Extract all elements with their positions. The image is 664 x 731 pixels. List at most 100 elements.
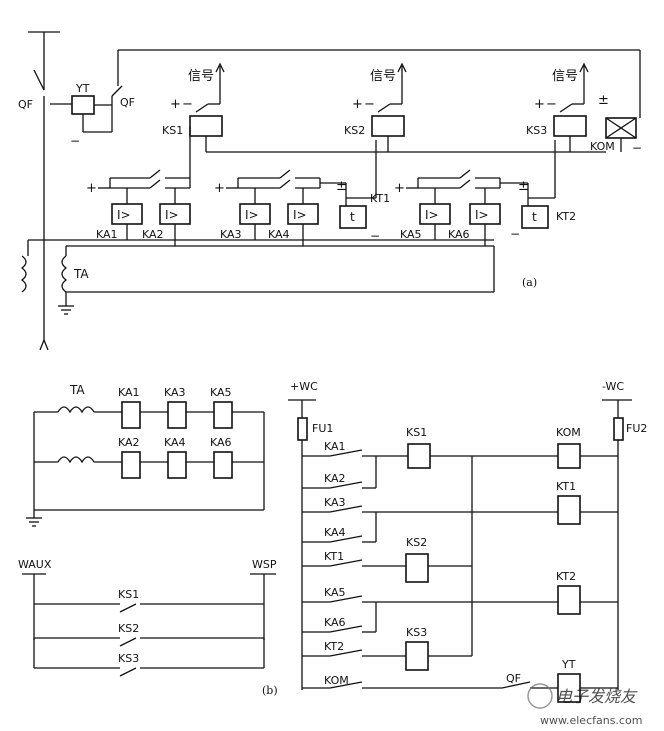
ks2-label: KS2 [344,124,365,137]
svg-text:t: t [350,210,355,224]
watermark-logo-icon [527,683,553,709]
watermark: 电子发烧友 www.elecfans.com [527,683,642,727]
kom-minus: − [632,141,642,155]
ks3-contact [559,103,573,113]
signal-label-1: 信号 [188,69,214,84]
ks3-coil-b [405,641,429,671]
svg-text:±: ± [336,179,347,194]
signal-arrow-3 [579,62,589,73]
signal-arrow-2 [397,62,407,73]
yt-label-a: YT [75,82,90,95]
svg-text:YT: YT [561,658,576,671]
ct-label-b: TA [69,383,85,397]
ka1-coil-b [121,401,141,429]
ct-secondary-coil [61,255,68,293]
kom-coil-b [557,443,581,469]
kom-plus-minus: ± [598,93,609,108]
kt1-coil-a [339,205,367,229]
svg-text:KA6: KA6 [448,228,470,241]
signal-group-3: 信号 + − KS3 [526,62,589,137]
svg-text:KA2: KA2 [118,436,140,449]
kt1-relay-a: ± t KT1 − [320,179,390,243]
ks3-plus: + [534,97,545,112]
svg-text:KA1: KA1 [118,386,140,399]
panel-b-signal-circuit: WAUX WSP KS1 KS2 KS3 (b) [18,558,278,697]
ka-plus-1: + [86,181,97,196]
svg-text:KA6: KA6 [324,616,346,629]
svg-text:KA4: KA4 [324,526,346,539]
kt2-coil-b [557,585,581,615]
breaker-contact [33,69,45,91]
watermark-url: www.elecfans.com [540,714,642,727]
svg-text:KA6: KA6 [210,436,232,449]
svg-text:−: − [510,227,520,241]
svg-text:KA1: KA1 [324,440,346,453]
ks2-coil-b [405,553,429,583]
qf-label-right: QF [120,96,135,109]
signal-arrow-1 [215,62,225,73]
svg-text:QF: QF [506,672,521,685]
ks3-contact-label: KS3 [118,652,139,665]
ka-relays-a: I> I> I> I> I> I> KA1 KA2 KA3 KA4 KA5 KA… [96,188,501,241]
panel-b-dc-circuit: +WC -WC FU1 FU2 KA1 KA2 KS1 KOM KA3 [288,380,647,703]
ka4-coil-b [167,451,187,479]
ks1-coil-b [407,443,431,469]
ka-plus-2: + [214,181,225,196]
ka5-coil-b [213,401,233,429]
ct-coil-b-top [57,406,95,414]
qf-label-left: QF [18,98,33,111]
ka-plus-3: + [394,181,405,196]
ks3-coil [553,115,587,137]
kt2-relay-a: ± t KT2 − [500,179,576,241]
svg-text:−: − [370,229,380,243]
arrow-left [39,339,45,351]
wc-plus-label: +WC [290,380,318,393]
ks2-contact [377,103,391,113]
svg-text:I>: I> [245,208,259,222]
ka2-coil-b [121,451,141,479]
kt1-coil-b [557,495,581,525]
ks3-label: KS3 [526,124,547,137]
svg-text:FU2: FU2 [626,422,647,435]
ks2-coil [371,115,405,137]
ks2-minus: − [364,97,375,112]
svg-text:KT2: KT2 [324,640,344,653]
svg-text:KA3: KA3 [324,496,346,509]
ct-coil-b-bottom [57,456,95,464]
svg-text:KOM: KOM [556,426,581,439]
svg-text:I>: I> [293,208,307,222]
svg-text:KOM: KOM [324,674,349,687]
svg-text:KT1: KT1 [556,480,576,493]
yt-minus: − [70,134,80,148]
yt-coil-a [71,95,95,115]
wc-minus-label: -WC [602,380,624,393]
ks1-minus: − [182,97,193,112]
qf-aux-contact [111,85,123,97]
ks1-coil [189,115,223,137]
panel-a: QF YT QF − 信号 + − KS1 信号 [18,31,642,351]
svg-text:±: ± [518,179,529,194]
arrow-right [43,339,49,351]
fu1-fuse [297,417,308,441]
svg-text:KT2: KT2 [556,570,576,583]
caption-b: (b) [262,684,278,697]
svg-text:KA3: KA3 [164,386,186,399]
caption-a: (a) [522,276,537,289]
ct-a: TA [20,224,495,315]
svg-text:KA5: KA5 [400,228,422,241]
ka3-coil-b [167,401,187,429]
svg-text:KS3: KS3 [406,626,427,639]
svg-text:KS2: KS2 [406,536,427,549]
ks1-contact [195,103,209,113]
kom-relay-a: ± KOM − [590,93,642,155]
fu2-fuse [613,417,624,441]
svg-text:KT1: KT1 [324,550,344,563]
svg-text:FU1: FU1 [312,422,333,435]
ct-primary-coil [20,255,27,293]
svg-text:I>: I> [165,208,179,222]
ks2-contact-label: KS2 [118,622,139,635]
signal-label-2: 信号 [370,69,396,84]
ct-label-a: TA [73,267,89,281]
panel-b-ct-circuit: TA KA1 KA3 KA5 KA2 KA4 KA6 [26,383,265,527]
